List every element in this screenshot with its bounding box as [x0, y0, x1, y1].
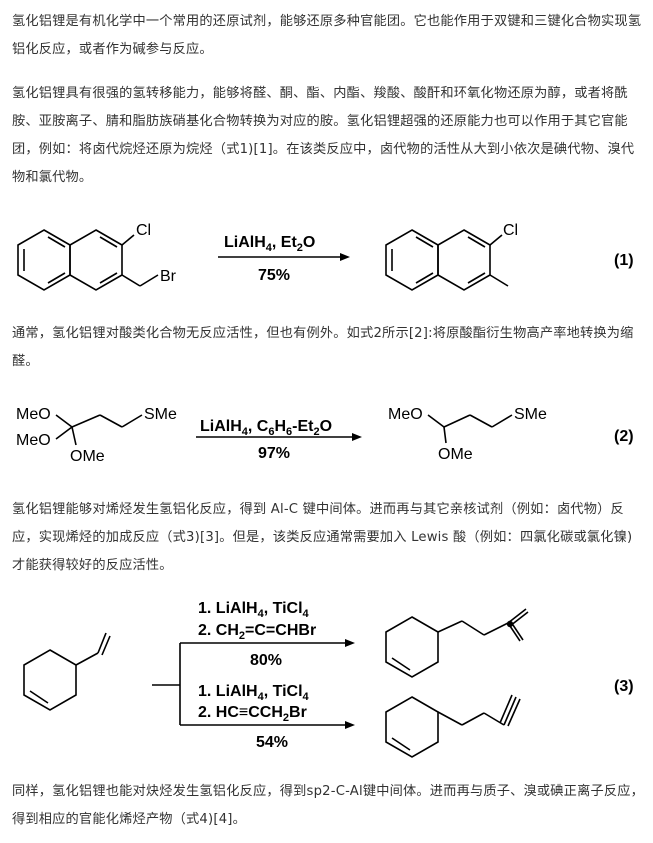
reagent-lialh4-benzene-ether: LiAlH4, C6H6-Et2O [200, 418, 332, 438]
paragraph-hydroalumination: 氢化铝锂能够对烯烃发生氢铝化反应，得到 Al-C 键中间体。进而再与其它亲核试剂… [12, 502, 633, 573]
scheme-1: Cl Br LiAlH4, Et2O 75% Cl (1) [17, 222, 634, 291]
methoxy-bottom-label: OMe [70, 448, 105, 465]
paragraph-acids: 通常，氢化铝锂对酸类化合物无反应活性，但也有例外。如式2所示[2]:将原酸酯衍生… [12, 326, 634, 369]
paragraph-reduction: 氢化铝锂具有很强的氢转移能力，能够将醛、酮、酯、内酯、羧酸、酸酐和环氧化物还原为… [12, 86, 635, 185]
methoxy-top-label: MeO [16, 406, 51, 423]
vinylcyclohexene-structure [23, 632, 111, 711]
equation-number-3: (3) [614, 678, 634, 695]
scheme-3: 1. LiAlH4, TiCl4 2. CH2=C=CHBr 80% 1. Li… [23, 600, 634, 758]
reagent-bottom-step2: 2. HC≡CCH2Br [198, 704, 307, 724]
naphthalene-methyl-structure [385, 229, 509, 291]
yield-80: 80% [250, 652, 282, 669]
product-methylthio-label: SMe [514, 406, 547, 423]
yield-54: 54% [256, 734, 288, 751]
methylthio-label: SMe [144, 406, 177, 423]
equation-number-2: (2) [614, 428, 634, 445]
reagent-lialh4-et2o: LiAlH4, Et2O [224, 234, 315, 254]
methoxy-mid-label: MeO [16, 432, 51, 449]
allene-product-structure [385, 608, 529, 678]
alkyne-product-structure [385, 694, 521, 758]
reagent-top-step2: 2. CH2=C=CHBr [198, 622, 316, 642]
product-methoxy-bottom-label: OMe [438, 446, 473, 463]
product-methoxy-label: MeO [388, 406, 423, 423]
orthoester-structure [55, 414, 143, 446]
paragraph-intro: 氢化铝锂是有机化学中一个常用的还原试剂，能够还原多种官能团。它也能作用于双键和三… [12, 14, 642, 57]
yield-97: 97% [258, 445, 290, 462]
bromine-label: Br [160, 268, 177, 285]
paragraph-alkynes: 同样，氢化铝锂也能对炔烃发生氢铝化反应，得到sp2-C-Al键中间体。进而再与质… [12, 784, 645, 827]
naphthalene-bromomethyl-structure [17, 229, 159, 291]
reagent-top-step1: 1. LiAlH4, TiCl4 [198, 600, 310, 620]
reagent-bottom-step1: 1. LiAlH4, TiCl4 [198, 683, 310, 703]
yield-75: 75% [258, 267, 290, 284]
equation-number-1: (1) [614, 252, 634, 269]
chlorine-label: Cl [136, 222, 151, 239]
acetal-structure [427, 414, 513, 444]
scheme-2: MeO MeO OMe SMe LiAlH4, C6H6-Et2O 97% Me… [16, 406, 634, 465]
chlorine-product-label: Cl [503, 222, 518, 239]
